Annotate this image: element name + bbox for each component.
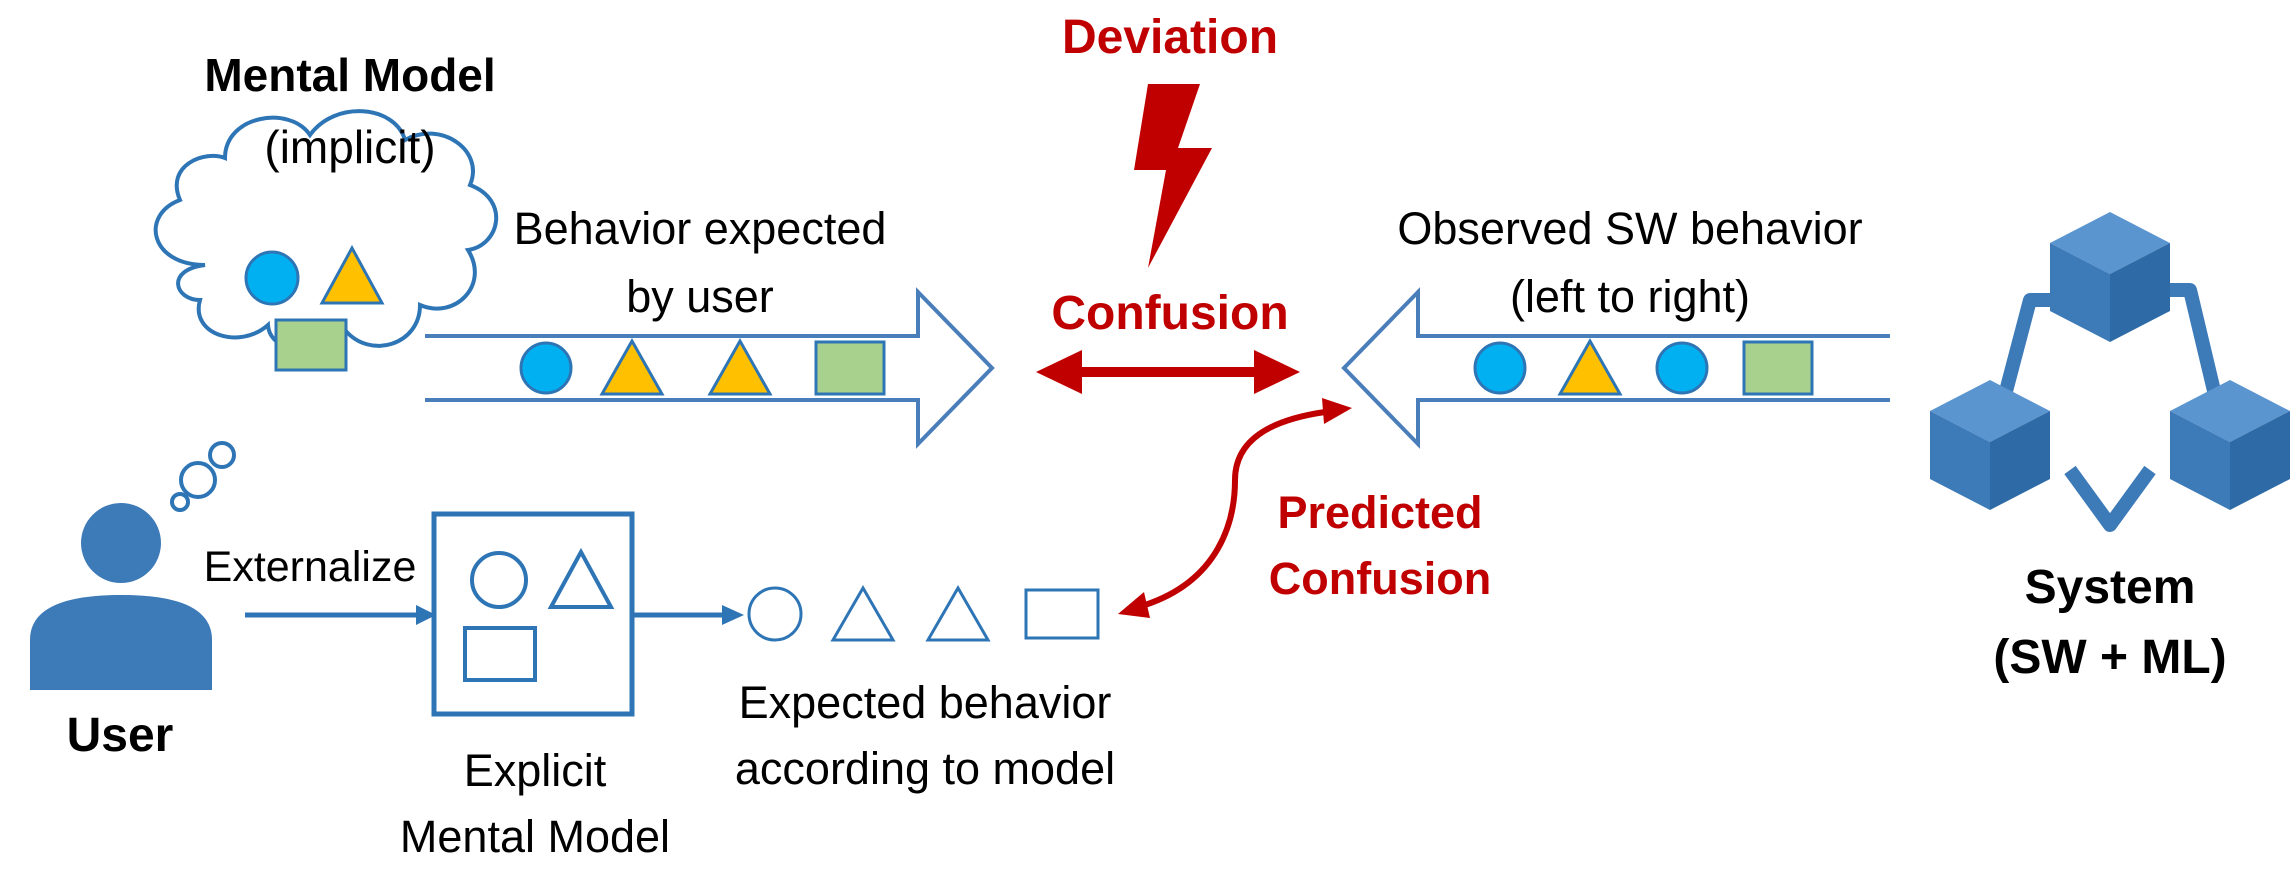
cloud-circle: [244, 250, 300, 306]
thought-cloud-icon: [153, 109, 498, 512]
deviation-label: Deviation: [1061, 11, 1279, 64]
explicit-mental-model-label-line2: Mental Model: [399, 811, 671, 862]
explicit-mental-model-box: [431, 511, 635, 717]
explicit-mental-model-label-line1: Explicit: [463, 745, 607, 796]
mental-model-title: Mental Model: [204, 49, 496, 101]
lightning-bolt-icon: [1134, 84, 1212, 268]
expected-by-model-label-line2: according to model: [734, 743, 1116, 794]
person-icon: [30, 503, 212, 690]
behavior-expected-label-line2: by user: [626, 271, 774, 322]
observed-behavior-label-line2: (left to right): [1509, 271, 1751, 322]
observed-behavior-label-line1: Observed SW behavior: [1397, 203, 1863, 254]
cloud-triangle: [319, 244, 385, 305]
behavior-expected-label-line1: Behavior expected: [513, 203, 887, 254]
predicted-confusion-label-line2: Confusion: [1268, 553, 1492, 604]
mental-model-subtitle: (implicit): [264, 121, 436, 173]
observed-behavior-arrow: [1341, 287, 1890, 449]
system-label-line2: (SW + ML): [1993, 631, 2227, 684]
externalize-arrow: [245, 605, 436, 625]
predicted-confusion-label-line1: Predicted: [1277, 487, 1483, 538]
model-output-arrow: [632, 605, 744, 625]
user-label: User: [66, 709, 174, 762]
cloud-square: [274, 318, 348, 372]
expected-by-model-sequence: [747, 584, 1100, 642]
cube-network-icon: [1930, 212, 2290, 532]
predicted-confusion-arrow: [1118, 398, 1352, 618]
system-label-line1: System: [2024, 561, 2196, 614]
expected-by-model-label-line1: Expected behavior: [738, 677, 1112, 728]
confusion-label: Confusion: [1051, 287, 1289, 340]
confusion-double-arrow: [1036, 350, 1300, 394]
expected-behavior-arrow: [425, 287, 995, 449]
externalize-label: Externalize: [203, 543, 417, 591]
